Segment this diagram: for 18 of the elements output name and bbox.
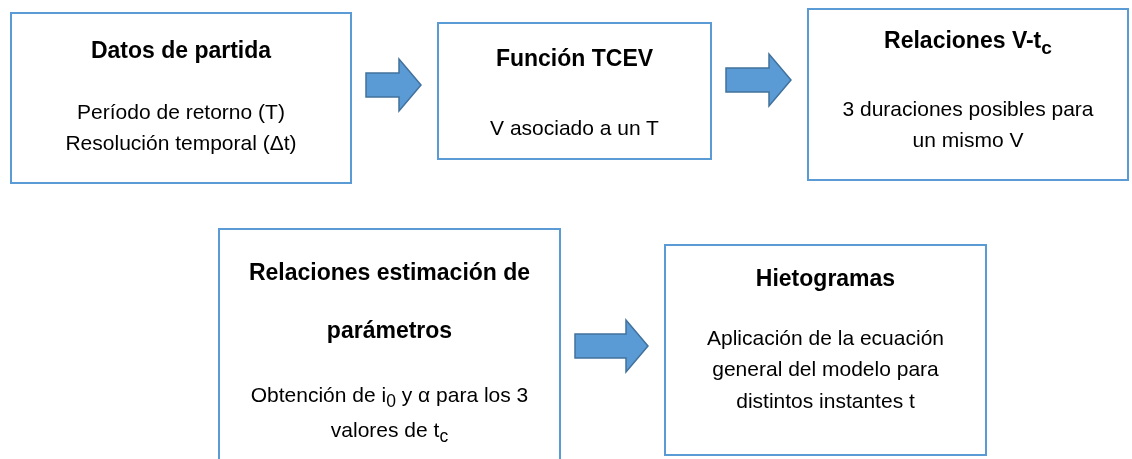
block-arrow (725, 51, 792, 109)
box-heading: Relaciones V-t$_{c}$ (884, 26, 1052, 60)
box-heading: Hietogramas (755, 264, 896, 293)
box-description: 3 duraciones posibles para un mismo V (841, 95, 1095, 153)
block-arrow (365, 56, 422, 114)
box-description: V asociado a un T (490, 114, 659, 141)
box-heading: Función TCEV (495, 44, 654, 73)
process-box (664, 244, 987, 456)
process-box (437, 22, 712, 160)
box-heading: Datos de partida (90, 36, 272, 65)
box-description: Aplicación de la ecuación general del modelo para distintos instantes t (706, 324, 945, 414)
box-description: Obtención de i$_{0}$ y α para los 3 valores de t$_{c}$ (249, 382, 530, 449)
box-heading: Relaciones estimación de parámetros (247, 258, 532, 345)
process-box (10, 12, 352, 184)
box-description: Período de retorno (T) Resolución temporal (Δt) (64, 98, 298, 157)
block-arrow (574, 317, 649, 375)
process-box (218, 228, 561, 459)
process-box (807, 8, 1129, 181)
